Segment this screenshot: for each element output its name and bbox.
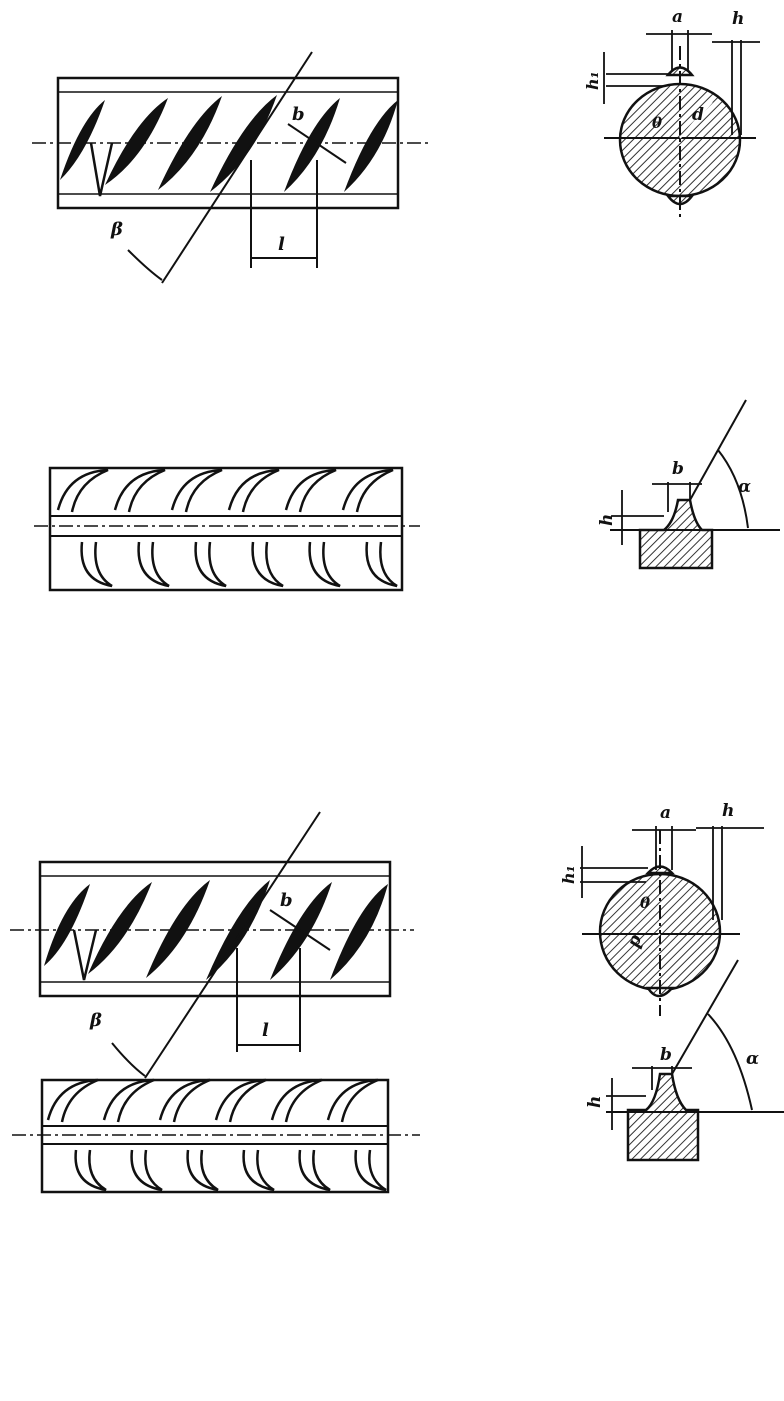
rib	[330, 884, 388, 980]
b-label: b	[660, 1045, 672, 1065]
a-label: a	[660, 803, 671, 823]
beta-label: β	[89, 1010, 102, 1031]
bar-outline	[48, 466, 404, 592]
a-label: a	[672, 7, 683, 27]
crescent-ribs-bottom	[80, 541, 398, 588]
rib-profile-section	[638, 498, 714, 570]
rib	[146, 880, 210, 978]
d-radius-line	[679, 101, 713, 139]
b-label: b	[672, 459, 684, 479]
d-label: d	[692, 105, 704, 125]
alpha-arc	[707, 1013, 753, 1111]
crescent-ribs-top	[46, 1078, 379, 1123]
rib-profile-section	[626, 1072, 700, 1162]
fig3-cross-section	[580, 826, 764, 1016]
flank-line	[671, 959, 739, 1075]
fig4-rib-profile	[606, 959, 784, 1162]
rib	[284, 98, 340, 192]
alpha-label: α	[738, 477, 751, 497]
h-label: h	[732, 9, 744, 29]
alpha-label: α	[746, 1049, 759, 1069]
fig3-side-view	[10, 811, 414, 1079]
beta-label: β	[110, 219, 123, 240]
fig4-side-view	[12, 1078, 420, 1194]
h1-label: h₁	[559, 865, 578, 884]
theta-label: θ	[640, 894, 650, 912]
v-mark	[72, 929, 98, 981]
fig1-cross-section	[603, 30, 760, 220]
rib	[344, 100, 398, 192]
rib	[88, 882, 152, 974]
inclination-line	[161, 51, 313, 284]
h-label: h	[722, 801, 734, 821]
d-radius-line	[629, 933, 661, 963]
rib	[158, 96, 222, 190]
rib	[105, 98, 168, 185]
l-label: l	[278, 234, 285, 255]
beta-arc	[111, 1042, 146, 1077]
inclination-line	[144, 811, 321, 1079]
h-label: h	[585, 1096, 605, 1108]
b-dimension-line	[287, 123, 347, 164]
b-label: b	[280, 890, 293, 911]
theta-label: θ	[652, 114, 662, 132]
bar-outline	[40, 1078, 390, 1194]
beta-arc	[127, 249, 163, 281]
l-label: l	[262, 1020, 269, 1041]
v-mark	[89, 142, 114, 197]
rib	[206, 880, 270, 980]
alpha-arc	[717, 449, 749, 529]
rib	[44, 884, 90, 966]
h1-label: h₁	[583, 71, 602, 90]
fig1-side-view	[32, 51, 428, 284]
b-label: b	[292, 104, 305, 125]
fig2-side-view	[34, 466, 420, 592]
b-dimension-line	[269, 909, 331, 951]
h-label: h	[597, 514, 617, 526]
transverse-ribs	[60, 95, 398, 192]
bar-outline	[38, 860, 392, 998]
top-rib-lug	[645, 865, 675, 875]
crescent-ribs-bottom	[74, 1149, 387, 1192]
crescent-ribs-top	[56, 468, 394, 513]
fig2-rib-profile	[610, 399, 780, 570]
rib	[210, 95, 277, 192]
rib	[60, 100, 105, 180]
